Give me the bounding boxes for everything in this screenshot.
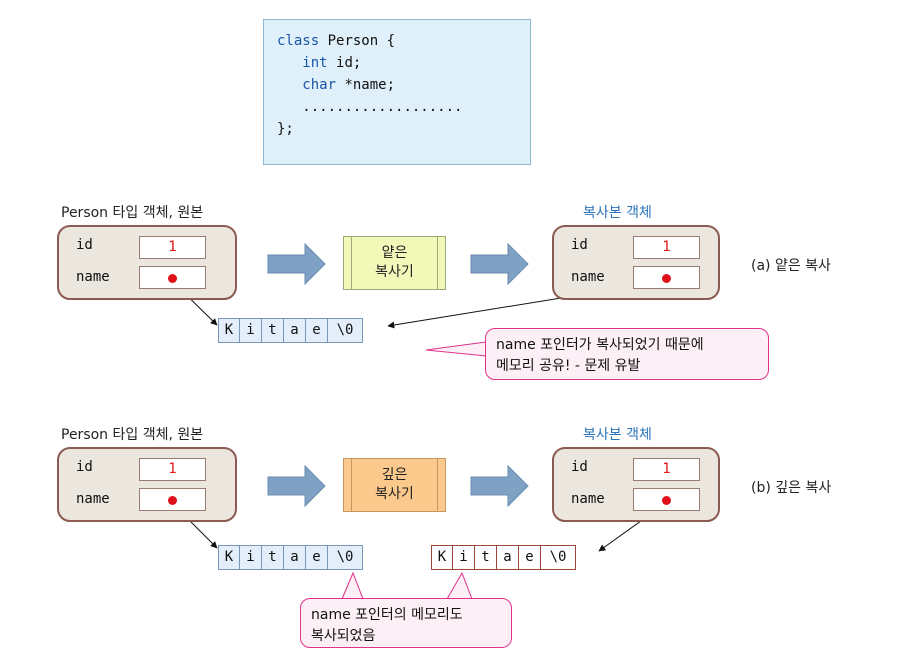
id-field: 1: [633, 236, 700, 259]
pointer-dot: [662, 496, 671, 505]
pointer-dot: [168, 496, 177, 505]
code-keyword: char: [302, 77, 337, 93]
code-close: };: [277, 121, 294, 137]
id-field: 1: [139, 458, 206, 481]
id-label: id: [571, 459, 588, 475]
flow-arrow-4: [470, 464, 529, 508]
callout-tail-deep-left: [341, 571, 364, 600]
original-caption: Person 타입 객체, 원본: [61, 205, 204, 221]
deep-copy-label: (b) 깊은 복사: [751, 480, 832, 496]
array-cell: \0: [328, 545, 363, 570]
copier-line1: 깊은: [381, 467, 408, 483]
name-label: name: [76, 269, 110, 285]
shallow-callout: name 포인터가 복사되었기 때문에 메모리 공유! - 문제 유발: [485, 328, 769, 380]
name-label: name: [571, 269, 605, 285]
class-code-box: class Person { int id; char *name; .....…: [263, 19, 531, 165]
name-label: name: [76, 491, 110, 507]
callout-line1: name 포인터가 복사되었기 때문에: [496, 337, 704, 353]
copier-line2: 복사기: [375, 264, 414, 280]
array-cell: e: [306, 318, 328, 343]
callout-tail-deep-right: [446, 571, 473, 600]
copy-caption: 복사본 객체: [583, 205, 652, 221]
original-caption: Person 타입 객체, 원본: [61, 427, 204, 443]
array-cell: i: [240, 318, 262, 343]
pointer-dot: [662, 274, 671, 283]
array-cell: a: [284, 545, 306, 570]
string-array: K i t a e \0: [218, 318, 363, 343]
code-text: id;: [327, 55, 362, 71]
array-cell: \0: [541, 545, 576, 570]
code-keyword: int: [302, 55, 328, 71]
callout-line2: 복사되었음: [311, 628, 376, 644]
array-cell: a: [284, 318, 306, 343]
array-cell: \0: [328, 318, 363, 343]
array-cell: a: [497, 545, 519, 570]
name-label: name: [571, 491, 605, 507]
flow-arrow-2: [470, 242, 529, 286]
id-label: id: [76, 237, 93, 253]
array-cell: t: [262, 545, 284, 570]
copied-string-array: K i t a e \0: [431, 545, 576, 570]
flow-arrow-1: [267, 242, 326, 286]
callout-tail-shallow: [425, 341, 487, 357]
code-text: Person {: [319, 33, 396, 49]
code-ellipsis: ...................: [302, 99, 463, 115]
array-cell: K: [218, 545, 240, 570]
array-cell: t: [262, 318, 284, 343]
code-keyword: class: [277, 33, 320, 49]
array-cell: K: [218, 318, 240, 343]
id-label: id: [571, 237, 588, 253]
flow-arrow-3: [267, 464, 326, 508]
shallow-copy-label: (a) 얕은 복사: [751, 258, 831, 274]
pointer-dot: [168, 274, 177, 283]
array-cell: i: [453, 545, 475, 570]
array-cell: K: [431, 545, 453, 570]
copy-caption: 복사본 객체: [583, 427, 652, 443]
array-cell: e: [519, 545, 541, 570]
copier-line2: 복사기: [375, 486, 414, 502]
string-array: K i t a e \0: [218, 545, 363, 570]
id-label: id: [76, 459, 93, 475]
array-cell: i: [240, 545, 262, 570]
array-cell: t: [475, 545, 497, 570]
code-text: *name;: [336, 77, 396, 93]
copier-line1: 얕은: [381, 245, 408, 261]
array-cell: e: [306, 545, 328, 570]
deep-callout: name 포인터의 메모리도 복사되었음: [300, 598, 512, 648]
id-field: 1: [139, 236, 206, 259]
callout-line2: 메모리 공유! - 문제 유발: [496, 358, 641, 374]
callout-line1: name 포인터의 메모리도: [311, 607, 463, 623]
id-field: 1: [633, 458, 700, 481]
